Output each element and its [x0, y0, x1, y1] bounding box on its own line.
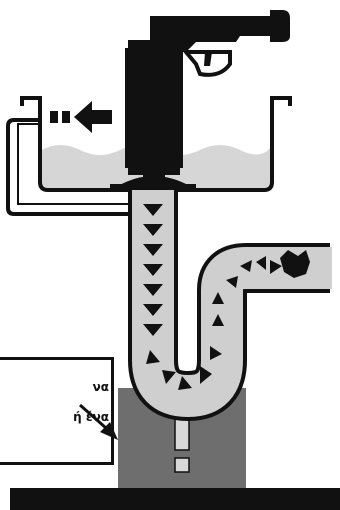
- callout-box: να ή ένα: [0, 357, 114, 465]
- air-direction-arrow-icon: [50, 101, 112, 133]
- flow-arrows: [143, 204, 282, 390]
- drain-cup: [118, 176, 190, 186]
- overflow-channel: [6, 118, 138, 216]
- clog-debris-icon: [280, 250, 310, 278]
- floor-bar: [10, 488, 340, 510]
- callout-line-2: ή ένα: [73, 410, 109, 424]
- plunger-gun-icon: [125, 10, 290, 180]
- callout-line-1: να: [92, 380, 109, 394]
- drain-pipe: [128, 188, 332, 421]
